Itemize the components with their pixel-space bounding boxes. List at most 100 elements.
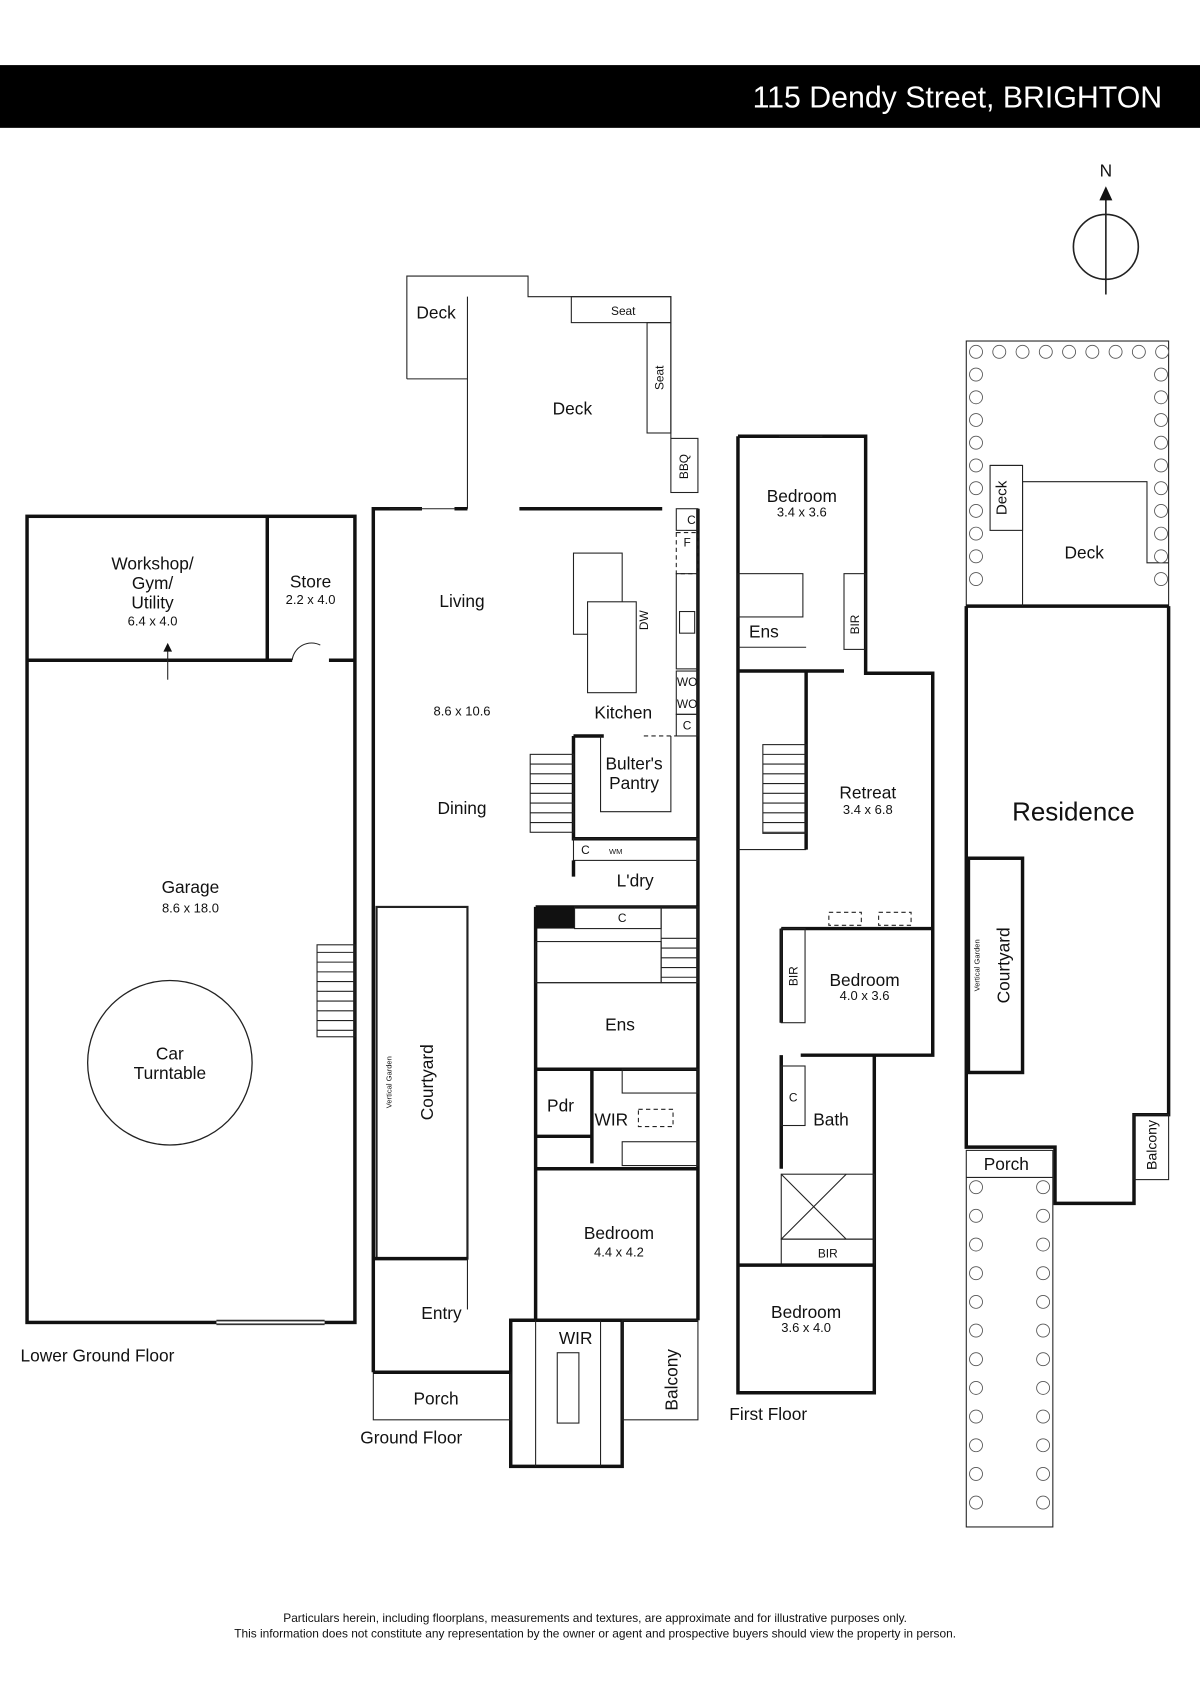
tree-icon	[1085, 344, 1100, 359]
tree-icon	[1108, 344, 1123, 359]
tree-icon	[969, 549, 983, 564]
dw-label: DW	[637, 610, 651, 631]
laundry-cupboard-label: C	[581, 843, 590, 857]
tree-icon	[1038, 344, 1053, 359]
wir-2-label: WIR	[559, 1328, 593, 1348]
tree-icon	[969, 503, 983, 518]
tree-icon	[969, 526, 983, 541]
garage-dim: 8.6 x 18.0	[162, 900, 219, 915]
site-deck-side-label: Deck	[993, 480, 1010, 515]
bedroom-label: Bedroom	[584, 1223, 654, 1243]
tree-icon	[1036, 1266, 1051, 1281]
dining-label: Dining	[438, 798, 487, 818]
deck-small-label: Deck	[416, 302, 456, 322]
kitchen-label: Kitchen	[594, 703, 652, 723]
tree-icon	[969, 572, 983, 586]
tree-icon	[1154, 435, 1168, 450]
retreat-label: Retreat	[839, 783, 896, 803]
tree-icon	[969, 1352, 983, 1367]
lower-ground-floor: Workshop/ Gym/ Utility 6.4 x 4.0 Store 2…	[21, 514, 357, 1365]
laundry-label: L'dry	[617, 870, 654, 890]
turntable-label-2: Turntable	[134, 1063, 206, 1083]
seat-label: Seat	[611, 304, 636, 318]
linen-cupboard-label: C	[618, 911, 627, 925]
tree-icon	[969, 481, 983, 496]
tree-icon	[1036, 1409, 1051, 1424]
lower-ground-title: Lower Ground Floor	[21, 1345, 175, 1365]
tree-icon	[969, 435, 983, 450]
tree-icon	[992, 344, 1007, 359]
powder-label: Pdr	[547, 1095, 574, 1115]
store-dim: 2.2 x 4.0	[286, 592, 336, 607]
tree-icon	[1154, 367, 1168, 382]
site-balcony-label: Balcony	[1144, 1120, 1160, 1170]
site-courtyard-label: Courtyard	[994, 927, 1014, 1003]
bbq-label: BBQ	[677, 454, 691, 479]
retreat-dim: 3.4 x 6.8	[843, 802, 893, 817]
tree-icon	[969, 1467, 983, 1481]
tree-icon	[1036, 1438, 1051, 1453]
tree-icon	[1131, 344, 1146, 359]
header-bar	[0, 65, 1200, 128]
turntable-label: Car	[156, 1044, 184, 1064]
property-address: 115 Dendy Street, BRIGHTON	[753, 81, 1163, 114]
bedroom-1-label: Bedroom	[767, 486, 837, 506]
tree-icon	[969, 1495, 983, 1510]
workshop-dim: 6.4 x 4.0	[128, 614, 178, 629]
pantry-label-2: Pantry	[609, 773, 659, 793]
bir-3-label: BIR	[818, 1247, 838, 1261]
ground-floor-title: Ground Floor	[360, 1428, 462, 1448]
ensuite-label: Ens	[605, 1014, 635, 1034]
tree-icon	[1062, 344, 1076, 359]
tree-icon	[1015, 344, 1030, 359]
bedroom-dim: 4.4 x 4.2	[594, 1244, 644, 1259]
site-deck-label: Deck	[1065, 543, 1105, 563]
tree-icon	[1155, 344, 1170, 359]
first-cupboard-label: C	[789, 1091, 798, 1105]
site-vertical-garden-label: Vertical Garden	[972, 939, 981, 991]
residence-label: Residence	[1012, 796, 1135, 826]
tree-icon	[969, 390, 983, 405]
bir-2-label: BIR	[786, 966, 800, 986]
tree-icon	[1036, 1467, 1051, 1481]
workshop-label-2: Gym/	[132, 573, 174, 593]
workshop-label: Workshop/	[111, 553, 194, 573]
tree-icon	[1036, 1380, 1051, 1395]
store-label: Store	[290, 572, 331, 592]
wall-oven-label-2: WO	[677, 697, 697, 711]
living-dim: 8.6 x 10.6	[434, 703, 491, 718]
tree-icon	[969, 1323, 983, 1338]
porch-label: Porch	[413, 1389, 458, 1409]
tree-icon	[969, 1266, 983, 1281]
garage-label: Garage	[162, 877, 220, 897]
wir-label: WIR	[595, 1110, 629, 1130]
tree-icon	[1036, 1495, 1051, 1510]
first-ensuite-label: Ens	[749, 621, 779, 641]
ground-floor: Deck Deck Seat Seat BBQ Living 8.6 x 10.…	[360, 275, 700, 1469]
disclaimer-line-2: This information does not constitute any…	[234, 1626, 956, 1640]
wall-oven-label: WO	[677, 675, 697, 689]
bath-label: Bath	[813, 1110, 849, 1130]
tree-icon	[969, 367, 983, 382]
fridge-label: F	[683, 536, 690, 550]
tree-icon	[969, 1180, 983, 1195]
cupboard-label: C	[687, 513, 696, 527]
north-compass-icon: N	[1072, 161, 1140, 295]
tree-icon	[969, 1409, 983, 1424]
site-porch-label: Porch	[984, 1154, 1029, 1174]
entry-label: Entry	[421, 1303, 462, 1323]
tree-icon	[1154, 572, 1168, 586]
bir-1-label: BIR	[848, 614, 862, 634]
tree-icon	[1036, 1208, 1051, 1223]
tree-icon	[969, 1294, 983, 1309]
tree-icon	[1154, 458, 1168, 473]
site-plan: Deck Deck Residence Courtyard Vertical G…	[964, 340, 1171, 1528]
bedroom-2-label: Bedroom	[829, 970, 899, 990]
seat-side-label: Seat	[652, 365, 666, 390]
disclaimer-line-1: Particulars herein, including floorplans…	[283, 1611, 907, 1625]
first-floor-title: First Floor	[729, 1404, 807, 1424]
courtyard-label: Courtyard	[417, 1044, 437, 1120]
workshop-label-3: Utility	[131, 592, 174, 612]
tree-icon	[969, 1380, 983, 1395]
pantry-label: Bulter's	[606, 754, 663, 774]
